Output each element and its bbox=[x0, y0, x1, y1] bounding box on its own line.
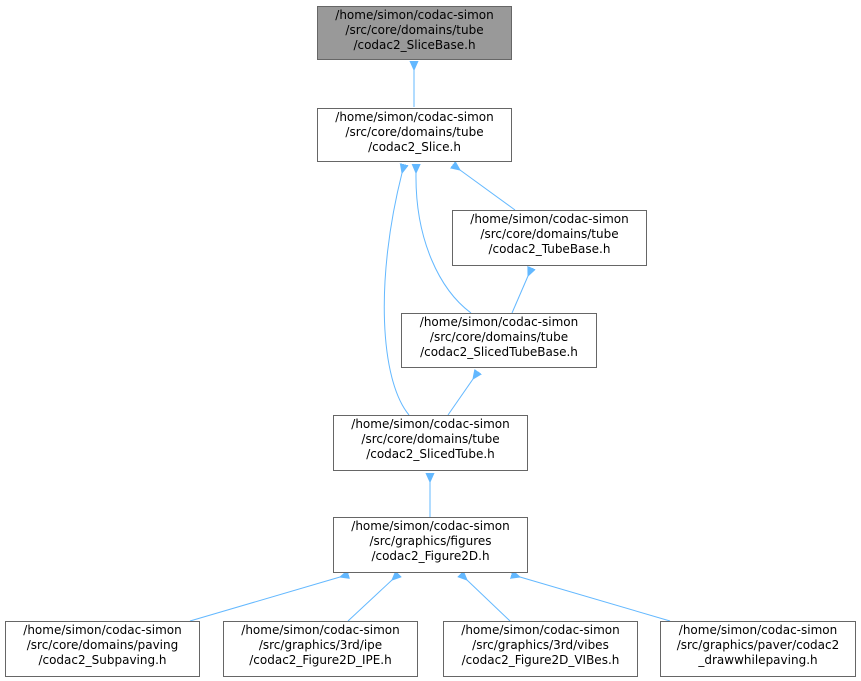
node-figure2d-ipe[interactable]: /home/simon/codac-simon /src/graphics/3r… bbox=[223, 621, 418, 677]
edge-slicedtube-to-slicedtubebase bbox=[447, 379, 473, 416]
edge-ipe-to-figure2d bbox=[347, 580, 392, 622]
node-slicedtube[interactable]: /home/simon/codac-simon /src/core/domain… bbox=[333, 415, 528, 471]
node-line: /codac2_Figure2D.h bbox=[371, 549, 490, 563]
node-line: /codac2_TubeBase.h bbox=[488, 242, 611, 256]
node-line: /home/simon/codac-simon bbox=[335, 110, 494, 124]
node-line: /src/core/domains/tube bbox=[429, 330, 569, 344]
node-slicedtubebase[interactable]: /home/simon/codac-simon /src/core/domain… bbox=[401, 313, 597, 368]
node-line: /codac2_Figure2D_VIBes.h bbox=[461, 653, 620, 667]
node-tubebase[interactable]: /home/simon/codac-simon /src/core/domain… bbox=[452, 210, 647, 266]
node-line: /home/simon/codac-simon bbox=[470, 212, 629, 226]
node-line: /src/core/domains/tube bbox=[345, 125, 484, 139]
node-line: /home/simon/codac-simon bbox=[351, 519, 510, 533]
node-line: /codac2_Slice.h bbox=[368, 140, 461, 154]
node-line: /src/graphics/3rd/vibes bbox=[472, 638, 609, 652]
node-line: /src/core/domains/tube bbox=[480, 227, 619, 241]
node-line: /home/simon/codac-simon bbox=[335, 8, 494, 22]
node-line: /home/simon/codac-simon bbox=[678, 623, 838, 637]
node-figure2d-vibes[interactable]: /home/simon/codac-simon /src/graphics/3r… bbox=[443, 621, 638, 677]
edge-slicedtubebase-to-slice bbox=[416, 173, 472, 314]
node-line: /src/core/domains/tube bbox=[361, 432, 500, 446]
node-line: /home/simon/codac-simon bbox=[351, 417, 510, 431]
node-line: /home/simon/codac-simon bbox=[461, 623, 620, 637]
edge-subpaving-to-figure2d bbox=[189, 577, 340, 622]
node-line: /src/core/domains/paving bbox=[26, 638, 179, 652]
node-subpaving[interactable]: /home/simon/codac-simon /src/core/domain… bbox=[5, 621, 200, 677]
node-slice[interactable]: /home/simon/codac-simon /src/core/domain… bbox=[317, 108, 512, 162]
node-line: /src/graphics/3rd/ipe bbox=[258, 638, 383, 652]
node-line: /codac2_Figure2D_IPE.h bbox=[249, 653, 392, 667]
node-drawwhilepaving[interactable]: /home/simon/codac-simon /src/graphics/pa… bbox=[660, 621, 856, 677]
node-line: /src/graphics/figures bbox=[369, 534, 492, 548]
node-line: /src/graphics/paver/codac2 bbox=[676, 638, 840, 652]
node-slicebase[interactable]: /home/simon/codac-simon /src/core/domain… bbox=[317, 6, 512, 60]
node-line: /home/simon/codac-simon bbox=[241, 623, 400, 637]
node-line: /codac2_SliceBase.h bbox=[353, 38, 476, 52]
node-line: /codac2_Subpaving.h bbox=[38, 653, 167, 667]
edge-tubebase-to-slice bbox=[460, 170, 516, 211]
node-line: /codac2_SlicedTubeBase.h bbox=[420, 345, 578, 359]
node-line: /home/simon/codac-simon bbox=[23, 623, 182, 637]
node-figure2d[interactable]: /home/simon/codac-simon /src/graphics/fi… bbox=[333, 517, 528, 573]
edge-drawwhilepaving-to-figure2d bbox=[520, 577, 671, 622]
node-line: /home/simon/codac-simon bbox=[419, 315, 579, 329]
edge-vibes-to-figure2d bbox=[467, 580, 511, 622]
node-line: /codac2_SlicedTube.h bbox=[366, 447, 495, 461]
edge-slicedtube-to-slice bbox=[383, 173, 410, 416]
node-line: _drawwhilepaving.h bbox=[698, 653, 818, 667]
node-line: /src/core/domains/tube bbox=[345, 23, 484, 37]
edge-slicedtubebase-to-tubebase bbox=[511, 276, 528, 314]
